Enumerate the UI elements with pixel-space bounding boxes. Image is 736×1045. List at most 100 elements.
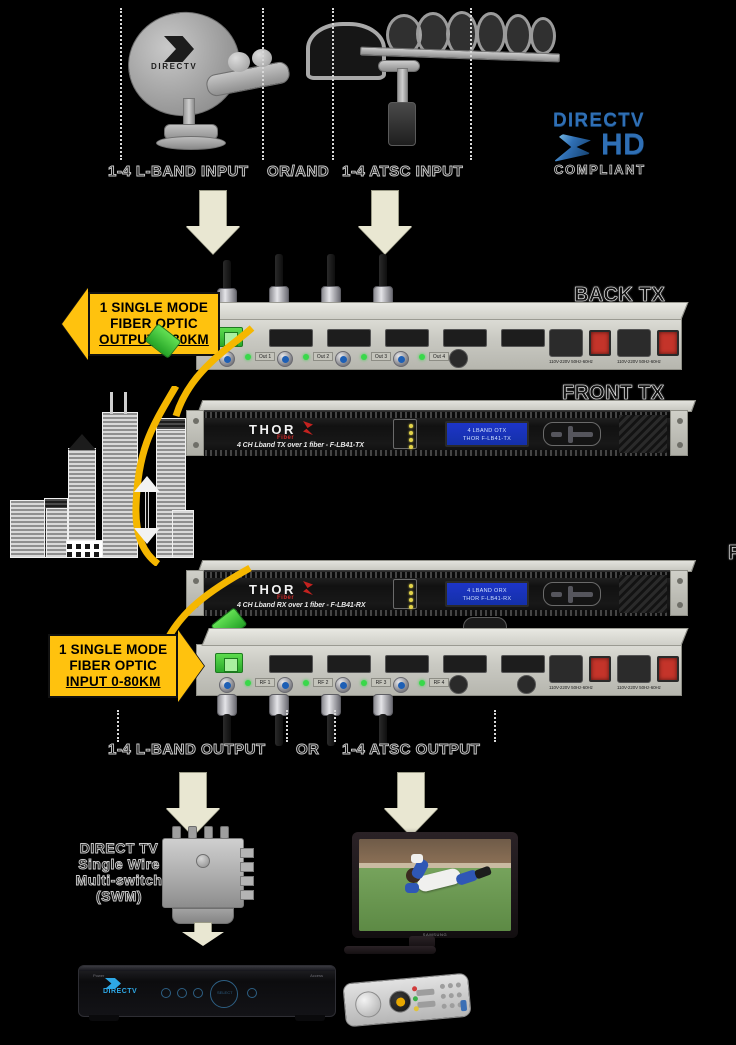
power-switch[interactable]: [657, 656, 679, 682]
receiver-brand-logo: DIRECTV: [103, 988, 138, 995]
label-or-and: OR/AND: [267, 163, 330, 181]
front-rx-keypad[interactable]: [543, 582, 601, 606]
thor-brand-logo: THOR: [249, 582, 296, 597]
fiber-cable-tx: [172, 325, 255, 418]
port-tag: Out 4: [429, 352, 449, 361]
directv-hd-compliant-logo: DIRECTV HD COMPLIANT: [553, 110, 683, 180]
rf-output-port[interactable]: [393, 677, 409, 693]
receiver-button[interactable]: [177, 988, 187, 998]
front-tx-keypad[interactable]: [543, 422, 601, 446]
lcd-line-1: 4 LBAND ORX: [467, 588, 507, 594]
guide-line: [262, 8, 264, 160]
receiver-dpad[interactable]: [210, 980, 238, 1008]
rf-output-port[interactable]: [335, 677, 351, 693]
receiver-button[interactable]: [247, 988, 257, 998]
lcd-line-2: THOR F-LB41-TX: [462, 436, 512, 442]
f-connector-cable: [266, 694, 292, 752]
power-switch[interactable]: [589, 656, 611, 682]
tv-stand-base: [344, 946, 436, 954]
fiber-sc-apc-port[interactable]: [215, 653, 243, 673]
block-arrow-down-icon: [358, 190, 412, 254]
back-tx-panel: Out 1 Out 2 Out 3 Out 4 110V-220V 50Hz-6…: [196, 302, 689, 370]
swm-line-2: Single Wire: [78, 856, 160, 873]
thor-mark-icon: [303, 421, 313, 435]
rack-front-rx-title: FRONT RX: [728, 542, 736, 565]
thor-brand-logo: THOR: [249, 422, 296, 437]
city-skyline-icon: [6, 386, 202, 566]
psu-voltage-label: 110V-220V 50Hz-60Hz: [549, 685, 593, 690]
rack-back-rx: BACK RX RF 1 RF 2 RF 3 RF 4: [196, 628, 696, 746]
rf-output-port[interactable]: [219, 677, 235, 693]
label-atsc-input: 1-4 ATSC INPUT: [342, 163, 464, 181]
blank-port: [449, 675, 468, 694]
callout-arrow-right-icon: [178, 630, 205, 702]
front-rx-model-line: 4 CH Lband RX over 1 fiber - F-LB41-RX: [237, 602, 366, 609]
swm-multiswitch-device: [150, 826, 260, 946]
port-tag: RF 4: [429, 678, 449, 687]
port-tag: Out 3: [371, 352, 391, 361]
port-tag: Out 2: [313, 352, 333, 361]
block-arrow-down-icon: [186, 190, 240, 254]
f-connector-cable: [370, 694, 396, 752]
remote-key[interactable]: [417, 1000, 436, 1009]
front-tx-panel: THOR Fiber 4 CH Lband TX over 1 fiber - …: [186, 410, 688, 456]
sat-led-block: [393, 419, 417, 449]
compliant-text: COMPLIANT: [554, 162, 646, 178]
blank-port: [517, 675, 536, 694]
psu-voltage-label: 110V-220V 50Hz-60Hz: [549, 359, 593, 364]
callout-line-2: FIBER OPTIC: [110, 316, 198, 331]
callout-line-1: 1 SINGLE MODE: [99, 300, 209, 315]
directv-receiver: DIRECTV SELECT Power Access: [78, 965, 336, 1021]
callout-line-2: FIBER OPTIC: [69, 658, 158, 673]
hd-badge: HD: [601, 128, 646, 161]
sat-led-block: [393, 579, 417, 609]
psu-voltage-label: 110V-220V 50Hz-60Hz: [617, 359, 661, 364]
port-tag: RF 3: [371, 678, 391, 687]
satellite-dish-icon: DIRECTV: [120, 3, 295, 156]
guide-line: [332, 8, 334, 160]
television: SAMSUNG: [352, 832, 518, 938]
rf-output-port[interactable]: [335, 351, 351, 367]
remote-key[interactable]: [416, 988, 435, 997]
port-tag: Out 1: [255, 352, 275, 361]
receiver-button[interactable]: [193, 988, 203, 998]
callout-arrow-left-icon: [62, 288, 88, 360]
rack-back-tx-title: BACK TX: [574, 284, 665, 307]
receiver-label-right: Access: [310, 973, 323, 978]
rf-output-port[interactable]: [277, 351, 293, 367]
block-arrow-down-icon: [384, 772, 438, 836]
label-lband-output: 1-4 L-BAND OUTPUT: [108, 741, 266, 759]
remote-dpad[interactable]: [354, 990, 383, 1019]
front-rx-panel: THOR Fiber 4 CH Lband RX over 1 fiber - …: [186, 570, 688, 637]
lcd-line-2: THOR F-LB41-RX: [462, 596, 512, 602]
tv-screen: [359, 839, 511, 931]
label-or: OR: [296, 741, 320, 759]
power-switch[interactable]: [589, 330, 611, 356]
lcd-line-1: 4 LBAND OTX: [467, 428, 507, 434]
power-switch[interactable]: [657, 330, 679, 356]
tv-brand: SAMSUNG: [422, 932, 448, 937]
f-connector-cable: [318, 694, 344, 752]
guide-line: [286, 710, 288, 742]
rack-back-tx: BACK TX: [196, 254, 696, 370]
receiver-label-left: Power: [93, 973, 105, 978]
guide-line: [470, 8, 472, 160]
f-connector-cable: [214, 694, 240, 752]
thor-brand-sub: Fiber: [277, 595, 295, 601]
port-tag: RF 2: [313, 678, 333, 687]
directv-remote-control[interactable]: [342, 972, 472, 1028]
receiver-button[interactable]: [161, 988, 171, 998]
front-tx-model-line: 4 CH Lband TX over 1 fiber - F-LB41-TX: [237, 442, 364, 449]
power-inlet: [549, 329, 583, 357]
remote-select-ring[interactable]: [388, 989, 413, 1014]
thor-mark-icon: [303, 581, 313, 595]
port-tag: RF 1: [255, 678, 275, 687]
rf-output-port[interactable]: [277, 677, 293, 693]
directv-wordmark: DIRECTV: [553, 110, 645, 131]
front-rx-lcd-display: 4 LBAND ORX THOR F-LB41-RX: [445, 581, 529, 607]
rf-output-port[interactable]: [393, 351, 409, 367]
fiber-input-callout: 1 SINGLE MODE FIBER OPTIC INPUT 0-80KM: [48, 630, 205, 702]
directv-swoosh-icon: [105, 978, 121, 989]
rack-front-rx: FRONT RX THOR Fiber 4 CH Lband RX over 1…: [186, 534, 736, 637]
